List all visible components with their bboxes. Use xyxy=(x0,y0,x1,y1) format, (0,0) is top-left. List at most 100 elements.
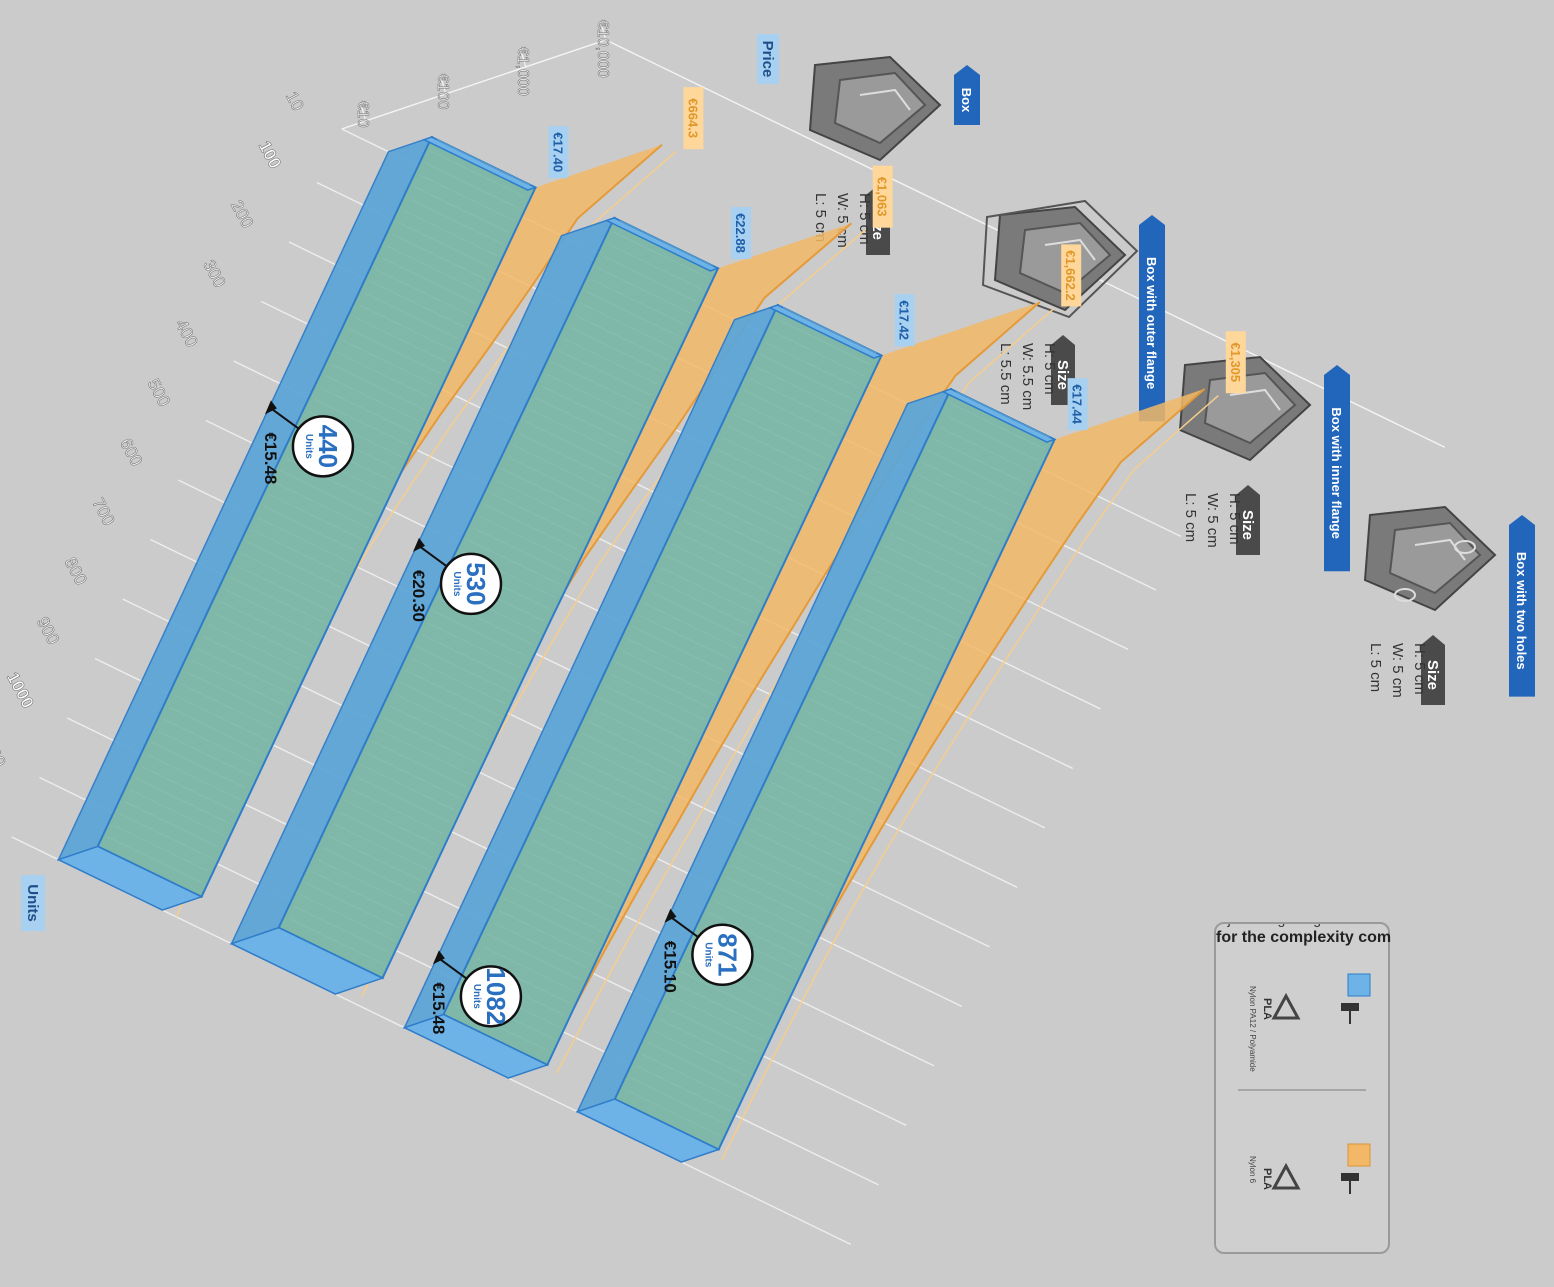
printing-hatch xyxy=(844,627,938,674)
units-axis-tag: Units xyxy=(21,875,45,931)
printing-hatch xyxy=(749,378,844,425)
printing-hatch xyxy=(760,354,855,401)
printing-hatch xyxy=(370,281,465,328)
break-even-units-label: Units xyxy=(303,434,314,459)
printing-hatch xyxy=(392,233,487,280)
x-tick-label: 600 xyxy=(116,435,146,469)
printing-hatch xyxy=(787,746,882,793)
x-tick-label: 1100 xyxy=(0,729,9,770)
printing-hatch xyxy=(280,470,374,517)
printing-hatch xyxy=(541,385,635,432)
printing-start-label: €22.88 xyxy=(733,213,748,253)
break-even-circle xyxy=(459,965,523,1028)
series-title-bg xyxy=(1139,215,1165,422)
size-dimension-text: H: 5 cm xyxy=(1041,343,1058,395)
printing-hatch xyxy=(431,151,525,198)
printing-hatch xyxy=(213,612,308,659)
printing-hatch xyxy=(196,647,291,694)
printing-start-tag-bg xyxy=(894,294,915,347)
printing-hatch xyxy=(532,839,626,886)
break-even-units-label: Units xyxy=(702,942,713,967)
series-title-tag: Box with two holes xyxy=(1509,515,1535,697)
printing-hatch xyxy=(328,835,422,882)
break-even-circle xyxy=(691,923,754,987)
printing-hatch xyxy=(383,717,478,764)
printing-hatch xyxy=(322,847,417,894)
printing-hatch xyxy=(699,484,794,531)
printing-hatch xyxy=(666,555,760,602)
series-title-tag: Box with outer flange xyxy=(1139,215,1165,422)
printing-hatch xyxy=(108,836,202,883)
recycle-icon xyxy=(1271,992,1301,1020)
printing-start-tag-bg xyxy=(730,206,751,259)
printing-hatch xyxy=(348,328,442,375)
printing-hatch xyxy=(569,326,663,373)
printing-hatch xyxy=(411,658,506,705)
printing-hatch xyxy=(339,811,433,858)
break-even-units-label: Units xyxy=(451,571,462,596)
x-tick-label: 1000 xyxy=(3,669,38,711)
molding-machine-icon xyxy=(1341,1173,1359,1194)
printing-hatch xyxy=(537,827,632,874)
legend-sub: Nylon PA12 / Polyamide xyxy=(1248,986,1257,1072)
size-tag-label: Size xyxy=(1054,360,1071,390)
printing-hatch xyxy=(331,363,425,410)
printing-hatch xyxy=(146,754,241,801)
box-edge xyxy=(1414,538,1466,561)
printing-hatch xyxy=(168,706,263,753)
size-dimension-text: W: 5 cm xyxy=(1204,493,1221,548)
printing-hatch xyxy=(610,673,705,720)
box-flange xyxy=(981,199,1139,319)
box-edge xyxy=(1229,388,1281,411)
printing-hatch xyxy=(372,740,466,787)
printing-start-tag: €17.42 xyxy=(894,294,915,347)
printing-hatch xyxy=(509,886,604,933)
break-even-price-group: €15.48 xyxy=(429,982,448,1034)
series-title: Box with two holes xyxy=(1514,552,1529,670)
break-even-units: 530 xyxy=(461,562,491,605)
printing-hatch xyxy=(582,732,677,779)
series-title-tag: Box with inner flange xyxy=(1324,365,1350,572)
printing-hatch xyxy=(230,576,325,623)
break-even-price: €20.30 xyxy=(409,570,428,622)
printing-hatch xyxy=(350,788,444,835)
molding-start-tag-bg xyxy=(1225,331,1246,394)
size-dimension: L: 5 cm xyxy=(1182,493,1199,542)
printing-hatch xyxy=(180,683,274,730)
printing-hatch xyxy=(554,792,649,838)
printing-hatch xyxy=(632,626,727,673)
printing-hatch xyxy=(235,565,330,612)
printing-hatch xyxy=(336,352,431,399)
printing-end-cap xyxy=(229,926,385,995)
printing-hatch xyxy=(654,579,749,626)
molding-start-tag: €1,063 xyxy=(872,165,893,228)
printing-hatch xyxy=(793,734,888,781)
printing-hatch xyxy=(552,361,647,408)
printing-hatch xyxy=(366,752,461,799)
printing-hatch xyxy=(950,403,1045,450)
printing-hatch xyxy=(414,186,509,233)
size-dimension: W: 5.5 cm xyxy=(1019,343,1036,410)
legend-sub-group: Nylon PA12 / Polyamide xyxy=(1248,986,1257,1072)
printing-hatch xyxy=(274,482,369,529)
printing-hatch xyxy=(436,139,531,186)
series-title-tag: Box xyxy=(954,65,980,125)
size-dimension: H: 5 cm xyxy=(1041,343,1058,395)
printing-hatch xyxy=(682,520,777,567)
printing-hatch xyxy=(333,823,428,870)
size-dimension-text: H: 5 cm xyxy=(1411,643,1428,695)
printing-hatch xyxy=(174,695,269,742)
printing-hatch xyxy=(549,803,643,850)
price-axis-tag-text: Price xyxy=(759,41,776,78)
size-dimension-text: H: 5 cm xyxy=(1226,493,1243,545)
printing-hatch xyxy=(591,279,686,326)
printing-hatch xyxy=(484,504,579,551)
printing-hatch xyxy=(314,399,409,446)
break-even-price: €15.48 xyxy=(261,432,280,484)
series-title-bg xyxy=(954,65,980,125)
printing-hatch xyxy=(425,162,520,209)
printing-hatch xyxy=(185,671,280,718)
printing-hatch xyxy=(325,375,420,422)
printing-hatch xyxy=(163,718,258,765)
